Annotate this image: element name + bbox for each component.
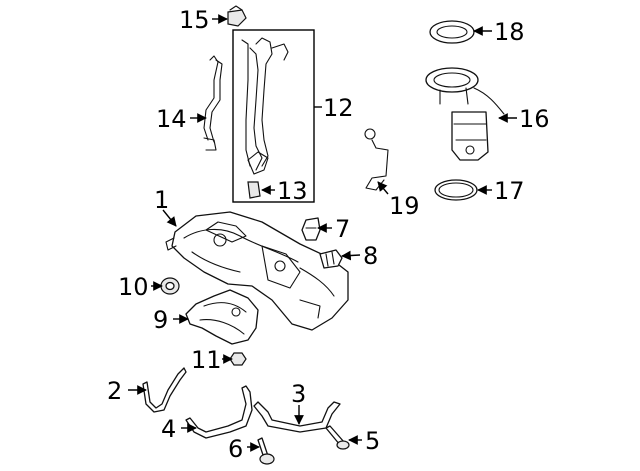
filler-pipe-part [232, 29, 315, 203]
tank-strap-part-3 [253, 401, 341, 433]
callout-4: 4 [161, 415, 176, 443]
callout-18: 18 [494, 18, 525, 46]
callout-10: 10 [118, 273, 149, 301]
heat-shield-part [185, 289, 259, 345]
callout-labels: 1 2 3 4 5 6 7 8 9 10 11 12 13 14 15 16 1… [107, 6, 550, 463]
callout-19: 19 [389, 192, 420, 220]
callout-1: 1 [154, 186, 169, 214]
nut-part [229, 352, 247, 366]
bolt-part-5 [325, 425, 350, 450]
clip-part-7 [301, 217, 321, 241]
fuel-level-sender-part [364, 128, 389, 191]
fuel-tank-part [165, 211, 349, 331]
callout-16: 16 [519, 105, 550, 133]
vent-tube-part [203, 55, 223, 151]
tank-strap-part-4 [185, 385, 253, 439]
callout-6: 6 [228, 435, 243, 463]
valve-part [227, 5, 247, 27]
leader-lines [128, 14, 517, 452]
callout-12: 12 [323, 94, 354, 122]
gasket-part [434, 179, 478, 201]
callout-14: 14 [156, 105, 187, 133]
callout-8: 8 [363, 242, 378, 270]
callout-9: 9 [153, 306, 168, 334]
callout-11: 11 [191, 346, 222, 374]
callout-3: 3 [291, 380, 306, 408]
callout-2: 2 [107, 377, 122, 405]
callout-5: 5 [365, 427, 380, 455]
callout-13: 13 [277, 177, 308, 205]
grommet-part [160, 277, 180, 295]
connector-part-8 [319, 249, 343, 269]
hose-part [247, 181, 261, 199]
bolt-part-6 [257, 437, 275, 465]
callout-7: 7 [335, 215, 350, 243]
fuel-pump-part [425, 67, 505, 161]
tank-strap-part-2 [142, 367, 187, 413]
callout-15: 15 [179, 6, 210, 34]
callout-17: 17 [494, 177, 525, 205]
lock-ring-part [429, 20, 475, 44]
